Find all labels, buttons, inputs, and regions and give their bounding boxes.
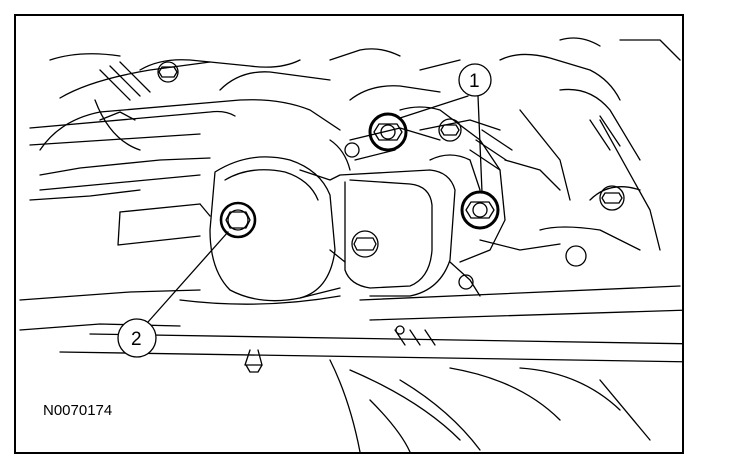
engine-mount-icon (209, 106, 561, 302)
illustration-frame (14, 14, 684, 454)
callout-1: 1 (399, 63, 492, 193)
callout-2: 2 (117, 231, 229, 358)
figure-id: N0070174 (43, 402, 113, 419)
callout-2-number: 2 (131, 329, 142, 350)
callout-1-number: 1 (469, 71, 480, 92)
crossmember-arm (29, 110, 236, 246)
body-structure (19, 37, 682, 452)
bolt-icon (157, 61, 625, 335)
